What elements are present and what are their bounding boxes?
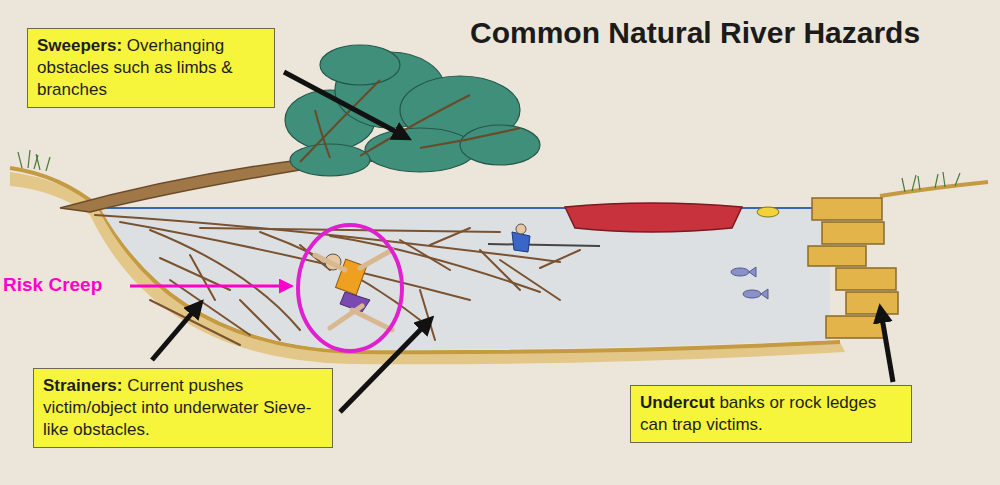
callout-arrows-part <box>284 72 404 136</box>
sweeper-tree-part-part <box>320 45 400 85</box>
grass-part <box>36 154 40 170</box>
sweeper-tree-part <box>285 45 540 176</box>
strainer-branches-part <box>95 215 560 262</box>
floating-bottle-part <box>757 207 779 217</box>
grass-part <box>18 152 22 168</box>
fish <box>731 267 768 299</box>
callout-text: Undercutbanks or rock ledges can trap vi… <box>640 392 902 436</box>
grass-part <box>955 173 960 186</box>
hazard-name: Undercut <box>640 393 715 412</box>
trapped-victim <box>315 250 392 330</box>
callout-arrows-part <box>881 312 893 382</box>
strainer-branches-part <box>190 255 215 300</box>
strainer-branches-part <box>200 228 500 232</box>
river-bank-part <box>880 182 988 196</box>
trapped-victim-part <box>315 250 392 330</box>
grass-part <box>912 175 916 191</box>
sweeper-tree-part-part <box>420 128 520 148</box>
fish-part <box>761 289 768 299</box>
floating-bottle <box>757 207 779 217</box>
rock-ledges-part <box>808 246 866 266</box>
callout-arrows-part <box>340 322 428 412</box>
callout-box: Strainers:Current pushes victim/object i… <box>33 368 333 448</box>
rock-ledges-part <box>826 316 884 338</box>
sweeper-tree-part <box>300 80 520 162</box>
callout-text: Strainers:Current pushes victim/object i… <box>43 375 323 441</box>
strainer-branches-part <box>120 222 470 300</box>
diagram-title: Common Natural River Hazards <box>470 16 920 50</box>
callout-text: Sweepers:Overhanging obstacles such as l… <box>37 35 265 101</box>
grass-part <box>918 176 920 190</box>
risk-creep-arrow-part <box>130 285 288 288</box>
grass-part <box>935 174 938 188</box>
sweeper-tree-part-part <box>360 95 470 156</box>
sweeper-tree-part-part <box>365 128 475 172</box>
canoe <box>565 203 742 232</box>
risk-circle-part <box>298 225 402 351</box>
strainer-branches-part <box>240 300 280 340</box>
strainer-branches-part <box>430 228 470 245</box>
callout-box: Sweepers:Overhanging obstacles such as l… <box>27 28 275 108</box>
callout-arrows-part <box>152 306 198 360</box>
river-water <box>98 208 880 350</box>
strainer-branches-part <box>150 230 300 330</box>
strainer-branches-part <box>540 250 580 268</box>
strainer-branches-part <box>500 260 560 300</box>
risk-creep-arrow <box>130 286 288 287</box>
grass-part <box>902 178 905 192</box>
grass-part <box>28 150 30 168</box>
callout-arrows <box>152 72 893 412</box>
sweeper-tree-part-part <box>315 110 330 158</box>
strainer-branches <box>95 215 580 345</box>
strainer-branches-part <box>260 232 420 320</box>
fish-part <box>743 290 761 298</box>
sweeper-tree-part-part <box>300 80 380 162</box>
canoe-part <box>565 203 742 232</box>
hazard-name: Strainers: <box>43 376 122 395</box>
fish-part <box>731 268 749 276</box>
strainer-branches-part <box>420 290 435 340</box>
rock-ledges-part <box>812 198 882 220</box>
paddler-figure-part <box>512 232 530 252</box>
rock-ledges-part <box>822 222 884 244</box>
paddler-figure-part <box>488 244 600 246</box>
hazard-name: Sweepers: <box>37 36 122 55</box>
fish-part <box>749 267 756 277</box>
paddler-figure-part <box>516 224 526 234</box>
rock-ledges-part <box>836 268 896 290</box>
grass-part <box>46 157 50 171</box>
strainer-branches-part <box>400 240 450 270</box>
grass-part <box>943 172 945 187</box>
rock-ledges <box>808 198 898 338</box>
callout-box: Undercutbanks or rock ledges can trap vi… <box>630 385 912 443</box>
risk-circle <box>298 225 402 351</box>
paddler-figure <box>488 224 600 252</box>
annotation-label: Risk Creep <box>3 274 102 296</box>
rock-ledges-part <box>846 292 898 314</box>
sweeper-tree-part-part <box>460 125 540 165</box>
